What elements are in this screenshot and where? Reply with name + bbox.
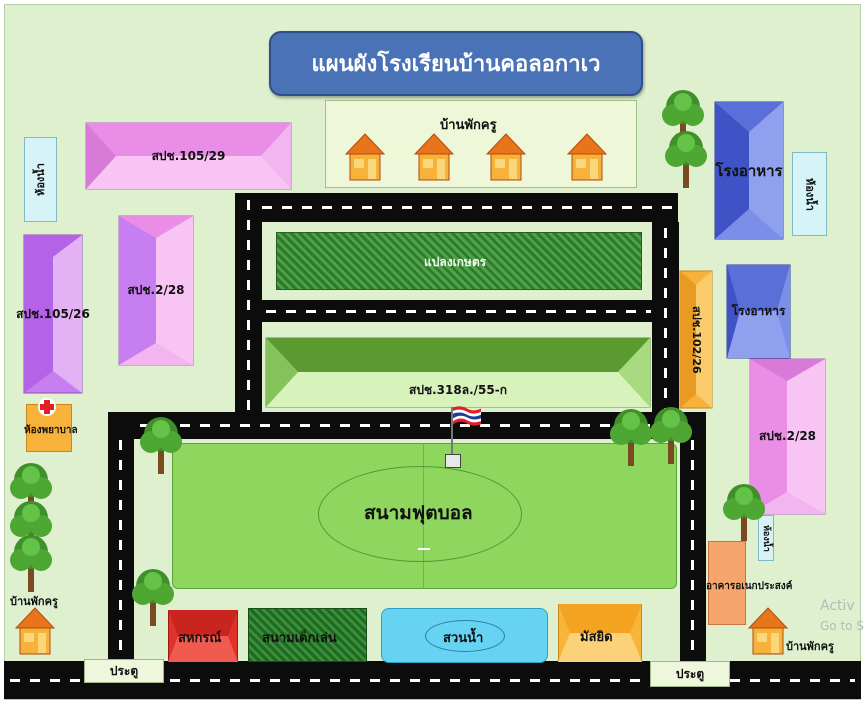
thai-flag-icon <box>453 406 481 426</box>
road-top-marking <box>262 206 672 209</box>
building-2-28-left-label: สปช.2/28 <box>127 283 185 297</box>
building-2-28-right: สปช.2/28 <box>749 358 826 515</box>
water-garden-label: สวนน้ำ <box>443 631 484 646</box>
multipurpose-building <box>708 541 746 625</box>
teacher-house-left-label: บ้านพักครู <box>10 595 58 608</box>
football-field-label: สนามฟุตบอล <box>364 502 473 524</box>
canteen-2: โรงอาหาร <box>726 264 791 359</box>
house-icon <box>344 133 386 181</box>
road-loop-left-marking <box>119 440 122 660</box>
farm-plot-label: แปลงเกษตร <box>424 255 487 269</box>
farm-plot <box>276 232 642 290</box>
tree-icon <box>650 407 692 464</box>
gate-right: ประตู <box>650 661 730 687</box>
tree-icon <box>662 90 704 147</box>
activation-watermark: Activ Go to S <box>820 596 864 636</box>
building-102-26-label: สปช.102/26 <box>690 306 703 374</box>
multipurpose-label: อาคารอเนกประสงค์ <box>706 581 793 592</box>
restroom-left: ห้องน้ำ <box>24 137 57 222</box>
teacher-house-top-label: บ้านพักครู <box>440 118 497 133</box>
tree-icon <box>610 409 652 466</box>
building-105-29: สปช.105/29 <box>85 122 292 190</box>
playground <box>248 608 367 662</box>
building-105-26: สปช.105/26 <box>16 234 90 394</box>
mosque-roof-shading <box>558 604 642 662</box>
watermark-line-2: Go to S <box>820 619 864 633</box>
house-icon <box>485 133 527 181</box>
tree-icon <box>10 463 52 520</box>
road-left-marking <box>247 200 250 410</box>
field-center-circle <box>318 466 522 562</box>
flag-pole <box>451 407 453 459</box>
water-garden-circle <box>425 620 505 652</box>
building-105-29-label: สปช.105/29 <box>151 148 226 163</box>
house-icon <box>747 607 789 655</box>
canteen-1-label: โรงอาหาร <box>715 161 783 180</box>
road-right-marking <box>664 228 667 423</box>
house-icon <box>413 133 455 181</box>
road-bottom-marking <box>10 679 855 682</box>
restroom-right-top-label: ห้องน้ำ <box>803 177 817 211</box>
tree-icon <box>10 535 52 592</box>
restroom-left-label: ห้องน้ำ <box>33 163 47 196</box>
restroom-right-top: ห้องน้ำ <box>792 152 827 236</box>
building-2-28-right-label: สปช.2/28 <box>758 429 817 443</box>
canteen-2-label: โรงอาหาร <box>731 304 786 318</box>
flag-base <box>445 454 461 468</box>
building-102-26 <box>679 270 713 409</box>
building-105-26-label: สปช.105/26 <box>16 306 90 321</box>
tree-icon <box>665 131 707 188</box>
building-2-28-left: สปช.2/28 <box>118 215 194 366</box>
tree-icon <box>132 569 174 626</box>
house-icon <box>566 133 608 181</box>
road-middle-marking <box>266 310 651 313</box>
coop-label: สหกรณ์ <box>178 631 222 646</box>
field-center-spot <box>418 548 430 550</box>
playground-label: สนามเด็กเล่น <box>262 631 337 646</box>
teacher-house-right-label: บ้านพักครู <box>786 640 834 653</box>
tree-icon <box>723 484 765 541</box>
gate-left: ประตู <box>84 659 164 683</box>
road-upper-loop-marking <box>120 424 700 427</box>
nurse-room-label: ห้องพยาบาล <box>24 425 78 436</box>
building-102-26-label-wrap: สปช.102/26 <box>684 300 708 380</box>
mosque-label: มัสยิด <box>580 630 613 645</box>
restroom-right-bottom-label: ห้องน้ำ <box>761 524 771 552</box>
restroom-right-bottom: ห้องน้ำ <box>758 515 774 561</box>
canteen-1: โรงอาหาร <box>714 101 784 240</box>
tree-icon <box>140 417 182 474</box>
coop-roof-shading <box>168 610 238 662</box>
watermark-line-1: Activ <box>820 598 855 614</box>
building-318: สปช.318ล./55-ก <box>265 337 651 408</box>
red-cross-icon <box>38 398 56 416</box>
building-318-label: สปช.318ล./55-ก <box>409 383 507 397</box>
map-title: แผนผังโรงเรียนบ้านคอลอกาเว <box>269 31 643 96</box>
house-icon <box>14 607 56 655</box>
road-loop-right-marking <box>691 440 694 660</box>
